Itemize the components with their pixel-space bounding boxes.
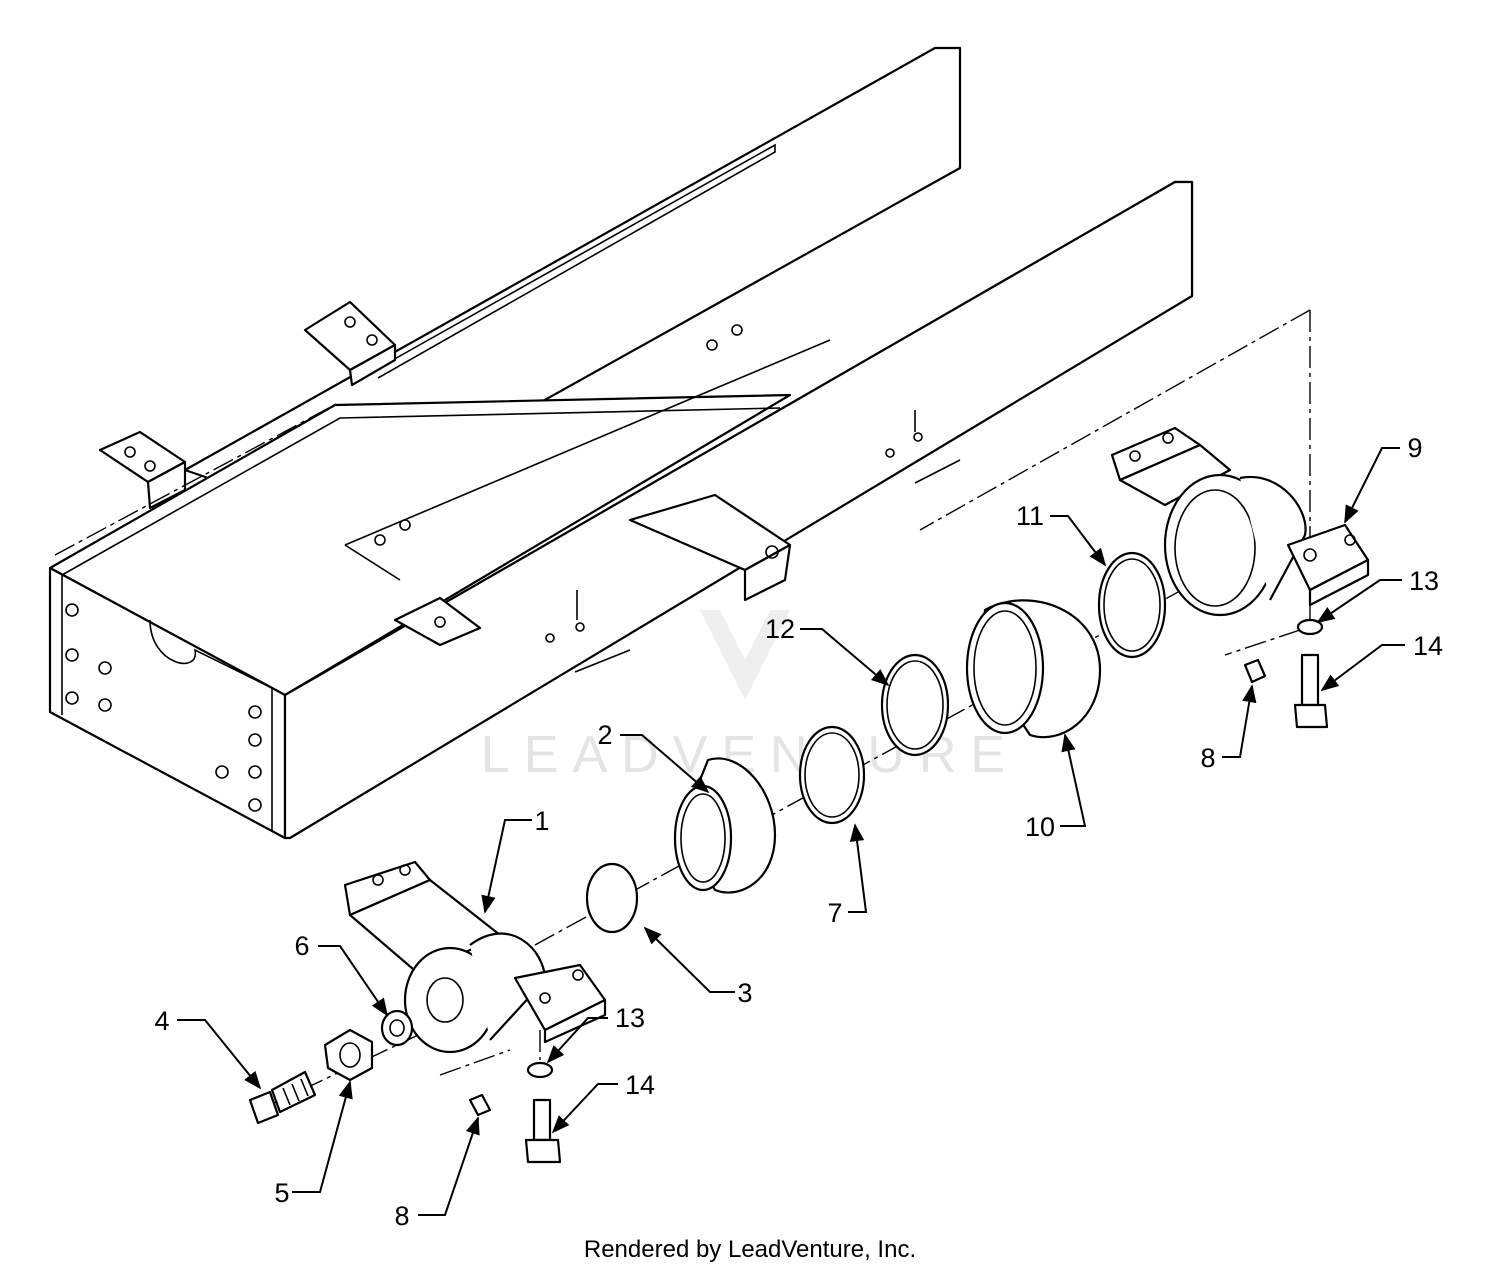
pivot-housing-right — [1110, 426, 1370, 617]
grease-fitting-left — [468, 1093, 492, 1117]
pivot-housing-left — [343, 860, 607, 1054]
callout-11: 11 — [1016, 501, 1044, 531]
callout-13-left: 13 — [615, 1003, 645, 1033]
grease-fitting-right — [1243, 658, 1267, 684]
cap-screw-left — [524, 1098, 562, 1164]
callout-1: 1 — [534, 806, 549, 836]
lock-washer-right — [1296, 618, 1324, 636]
ring-left — [798, 725, 866, 825]
frame-assembly — [48, 46, 1194, 840]
end-plate-holes — [65, 603, 262, 812]
mounting-brackets — [98, 300, 961, 673]
washer — [380, 1009, 414, 1047]
callout-2: 2 — [597, 720, 612, 750]
callout-14-left: 14 — [625, 1070, 655, 1100]
callout-14-right: 14 — [1413, 631, 1443, 661]
sleeve — [965, 599, 1102, 739]
callout-13-right: 13 — [1409, 566, 1439, 596]
callout-10: 10 — [1025, 812, 1055, 842]
callout-6: 6 — [294, 931, 309, 961]
callout-4: 4 — [154, 1006, 169, 1036]
ring-middle — [880, 653, 950, 757]
cap-screw-right — [1293, 653, 1329, 729]
callout-7: 7 — [827, 898, 842, 928]
lock-washer-left — [526, 1061, 554, 1079]
callout-12: 12 — [765, 614, 795, 644]
jam-nut — [323, 1028, 374, 1082]
seal-disc — [585, 862, 639, 934]
callout-5: 5 — [274, 1178, 289, 1208]
ring-right — [1097, 551, 1167, 659]
callout-9: 9 — [1407, 433, 1422, 463]
callout-8-right: 8 — [1200, 743, 1215, 773]
render-credit: Rendered by LeadVenture, Inc. — [583, 1236, 917, 1263]
callout-labels: 1 2 3 4 5 6 7 8 8 9 10 11 12 13 13 14 14 — [154, 433, 1443, 1231]
adjuster-bolt — [248, 1070, 317, 1125]
callout-3: 3 — [737, 978, 752, 1008]
leader-lines — [177, 447, 1405, 1216]
callout-8-left: 8 — [394, 1201, 409, 1231]
